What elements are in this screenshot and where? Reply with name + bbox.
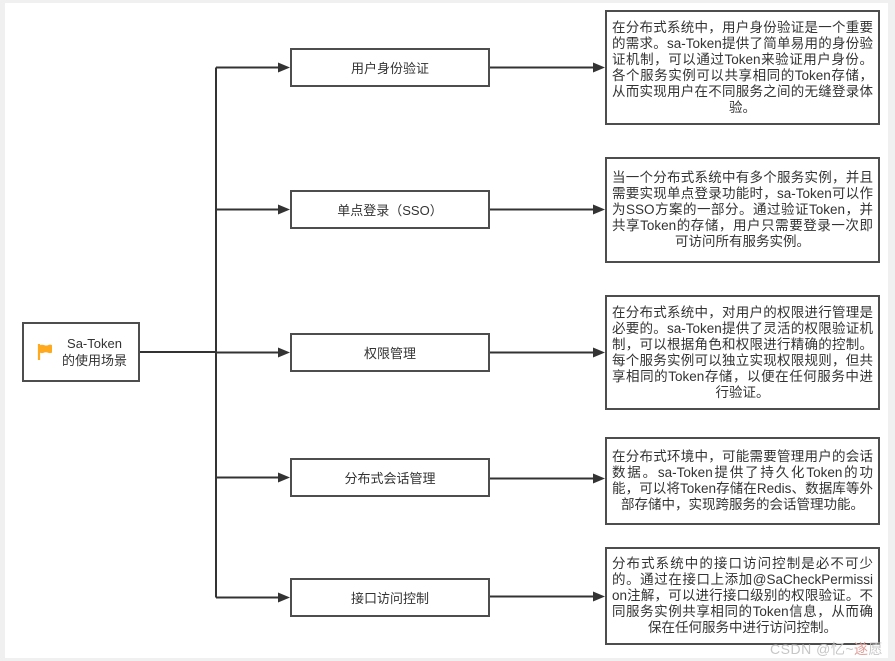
- arrowhead-icon: [278, 204, 290, 215]
- arrowhead-icon: [593, 473, 605, 484]
- desc-node-identity-verification: 在分布式系统中，用户身份验证是一个重要的需求。sa-Token提供了简单易用的身…: [605, 10, 880, 125]
- arrowhead-icon: [278, 62, 290, 73]
- frame-edge: [888, 0, 895, 661]
- desc-text: 在分布式环境中，可能需要管理用户的会话数据。sa-Token提供了持久化Toke…: [612, 449, 873, 512]
- arrowhead-icon: [593, 347, 605, 358]
- watermark-accent: 遂: [854, 641, 869, 657]
- frame-edge: [0, 0, 895, 3]
- arrowhead-icon: [278, 347, 290, 358]
- topic-label: 用户身份验证: [350, 61, 429, 76]
- arrowhead-icon: [278, 592, 290, 603]
- desc-node-api-access-control: 分布式系统中的接口访问控制是必不可少的。通过在接口上添加@SaCheckPerm…: [605, 547, 880, 645]
- arrowhead-icon: [593, 204, 605, 215]
- flag-icon: [37, 344, 52, 360]
- topic-label: 分布式会话管理: [344, 471, 436, 486]
- topic-node-sso: 单点登录（SSO）: [290, 190, 490, 229]
- csdn-watermark: CSDN @忆~遂愿: [770, 639, 883, 659]
- desc-node-permission-management: 在分布式系统中，对用户的权限进行管理是必要的。sa-Token提供了灵活的权限验…: [605, 295, 880, 410]
- topic-node-api-access-control: 接口访问控制: [290, 578, 490, 617]
- root-node-label: Sa-Token 的使用场景: [61, 336, 127, 368]
- watermark-prefix: CSDN @忆~: [770, 641, 854, 657]
- topic-label: 单点登录（SSO）: [337, 203, 443, 218]
- topic-node-identity-verification: 用户身份验证: [290, 48, 490, 87]
- desc-node-sso: 当一个分布式系统中有多个服务实例，并且需要实现单点登录功能时，sa-Token可…: [605, 157, 880, 263]
- topic-label: 接口访问控制: [350, 591, 429, 606]
- desc-text: 当一个分布式系统中有多个服务实例，并且需要实现单点登录功能时，sa-Token可…: [612, 170, 873, 249]
- desc-text: 在分布式系统中，对用户的权限进行管理是必要的。sa-Token提供了灵活的权限验…: [612, 304, 873, 400]
- topic-label: 权限管理: [363, 346, 416, 361]
- topic-node-permission-management: 权限管理: [290, 333, 490, 372]
- root-node-sa-token: Sa-Token 的使用场景: [22, 322, 140, 382]
- desc-node-distributed-session: 在分布式环境中，可能需要管理用户的会话数据。sa-Token提供了持久化Toke…: [605, 437, 880, 525]
- topic-node-distributed-session: 分布式会话管理: [290, 458, 490, 497]
- frame-edge: [0, 658, 895, 661]
- arrowhead-icon: [593, 62, 605, 73]
- arrowhead-icon: [593, 591, 605, 602]
- arrowhead-icon: [278, 472, 290, 483]
- frame-edge: [0, 0, 5, 661]
- desc-text: 在分布式系统中，用户身份验证是一个重要的需求。sa-Token提供了简单易用的身…: [612, 19, 873, 115]
- watermark-suffix: 愿: [868, 641, 883, 657]
- desc-text: 分布式系统中的接口访问控制是必不可少的。通过在接口上添加@SaCheckPerm…: [612, 556, 873, 635]
